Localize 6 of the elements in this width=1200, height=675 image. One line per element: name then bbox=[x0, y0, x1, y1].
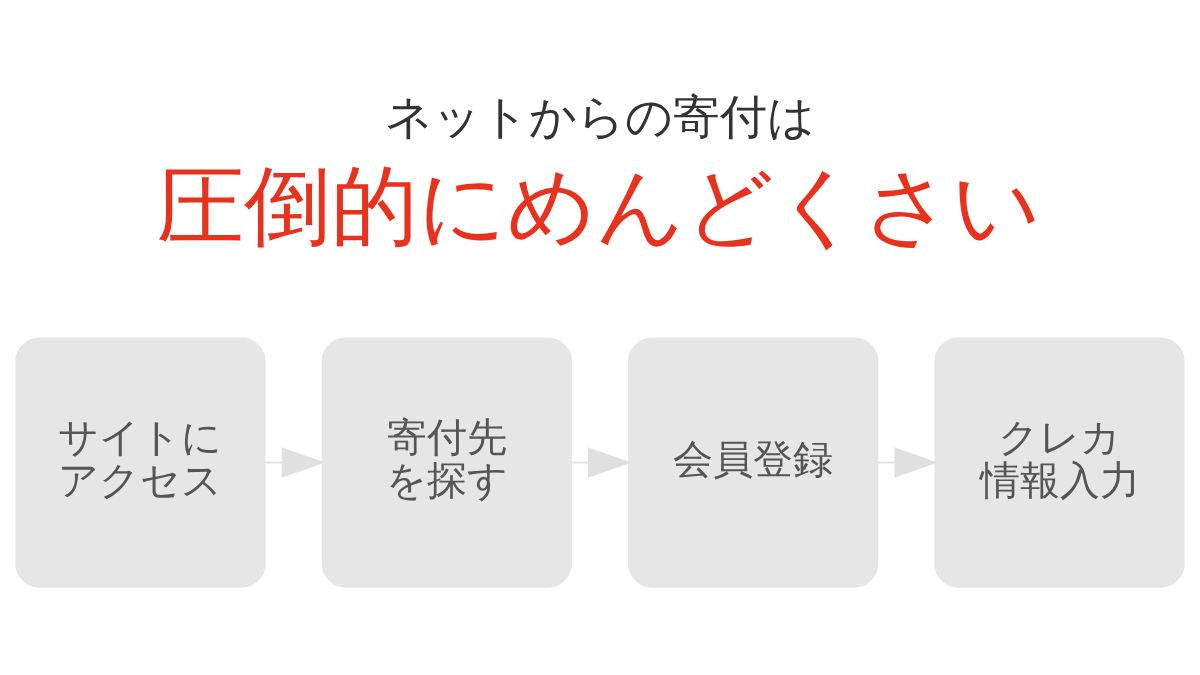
node-box: 寄付先を探す bbox=[321, 337, 572, 588]
node-box: サイトにアクセス bbox=[15, 337, 266, 588]
diagram-title: ネットからの寄付は bbox=[385, 89, 815, 145]
label: 圧倒的にめんどくさい bbox=[157, 157, 1042, 255]
node-box: クレカ情報入力 bbox=[934, 337, 1185, 588]
node-box: 会員登録 bbox=[628, 337, 879, 588]
